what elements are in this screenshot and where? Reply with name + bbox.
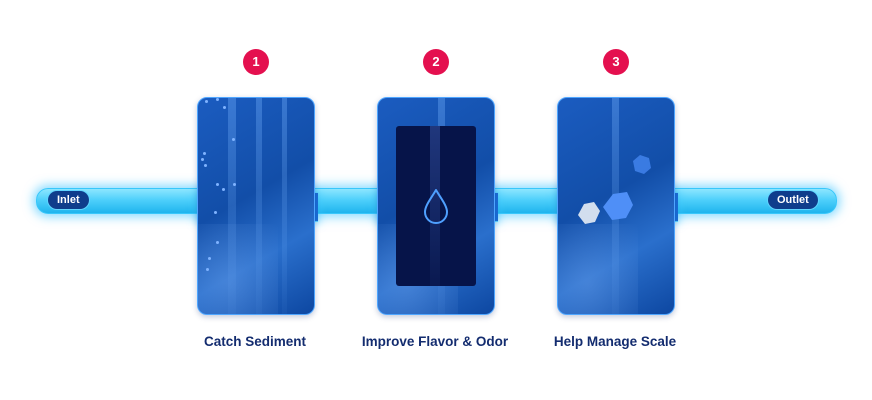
card-shine (198, 224, 278, 314)
stage-2-filter (377, 97, 495, 315)
stage-1-caption: Catch Sediment (203, 334, 307, 349)
step-1-badge: 1 (243, 49, 269, 75)
connector-pipe-1-2 (310, 188, 384, 214)
stage-1-filter (197, 97, 315, 315)
connector-pipe-2-3 (490, 188, 564, 214)
stage-3-caption: Help Manage Scale (553, 334, 677, 349)
stage-2-caption: Improve Flavor & Odor (361, 334, 509, 349)
inlet-label: Inlet (48, 191, 89, 209)
hexagon-crystals-icon (578, 155, 651, 224)
light-streak (256, 98, 262, 314)
stage-3-filter (557, 97, 675, 315)
light-streak (228, 98, 236, 314)
carbon-core (396, 126, 476, 286)
light-streak (282, 98, 287, 314)
light-streak (430, 126, 440, 286)
step-2-badge: 2 (423, 49, 449, 75)
water-drop-icon (424, 189, 448, 224)
outlet-label: Outlet (768, 191, 818, 209)
card-shine (558, 224, 638, 314)
step-3-badge: 3 (603, 49, 629, 75)
